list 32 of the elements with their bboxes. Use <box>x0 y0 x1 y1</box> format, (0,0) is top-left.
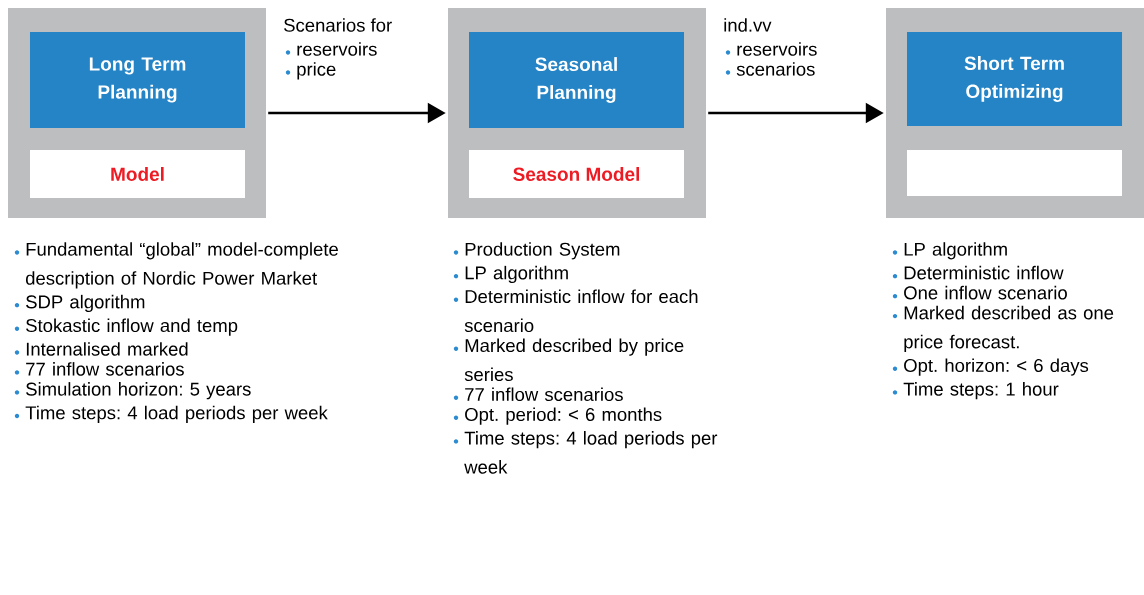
bullet-item: LP algorithm <box>904 242 1007 260</box>
bullet-item: Marked described as one price forecast. <box>904 305 1114 353</box>
bullet-item: reservoirs <box>297 42 377 56</box>
model-box: Model <box>30 150 245 198</box>
edge-label: ind.vv <box>724 18 772 32</box>
bullet-item: LP algorithm <box>465 265 568 284</box>
bullet-item: Time steps: 1 hour <box>903 382 1059 400</box>
bullet-item: Stokastic inflow and temp <box>26 318 238 336</box>
bullet-item: Opt. horizon: < 6 days <box>904 358 1089 376</box>
bullet-item: 77 inflow scenarios <box>465 387 623 402</box>
bullet-item: One inflow scenario <box>904 285 1067 300</box>
stage-title-box: Seasonal Planning <box>469 32 684 128</box>
model-box <box>907 150 1122 196</box>
bullet-item: Deterministic inflow <box>904 265 1064 280</box>
bullet-item: price <box>297 62 336 80</box>
model-box: Season Model <box>469 150 684 198</box>
bullet-item: Marked described by price series <box>464 338 684 382</box>
bullet-item: Time steps: 4 load periods per week <box>464 431 718 474</box>
stage-title-box: Long Term Planning <box>30 32 245 128</box>
bullet-item: 77 inflow scenarios <box>26 362 184 376</box>
stage-title-box: Short Term Optimizing <box>907 32 1122 126</box>
bullet-item: Fundamental “global” model-complete description of Nordic Power Market <box>26 242 338 289</box>
bullet-item: Deterministic inflow for each scenario <box>464 289 698 333</box>
edge-label: Scenarios for <box>284 18 392 32</box>
bullet-item: Time steps: 4 load periods per week <box>25 405 328 423</box>
bullet-item: scenarios <box>736 62 815 76</box>
bullet-item: Internalised marked <box>26 342 188 356</box>
bullet-item: Simulation horizon: 5 years <box>26 382 251 400</box>
bullet-item: Production System <box>465 242 620 260</box>
bullet-item: reservoirs <box>737 42 817 56</box>
bullet-item: SDP algorithm <box>26 294 145 313</box>
bullet-item: Opt. period: < 6 months <box>465 407 662 425</box>
